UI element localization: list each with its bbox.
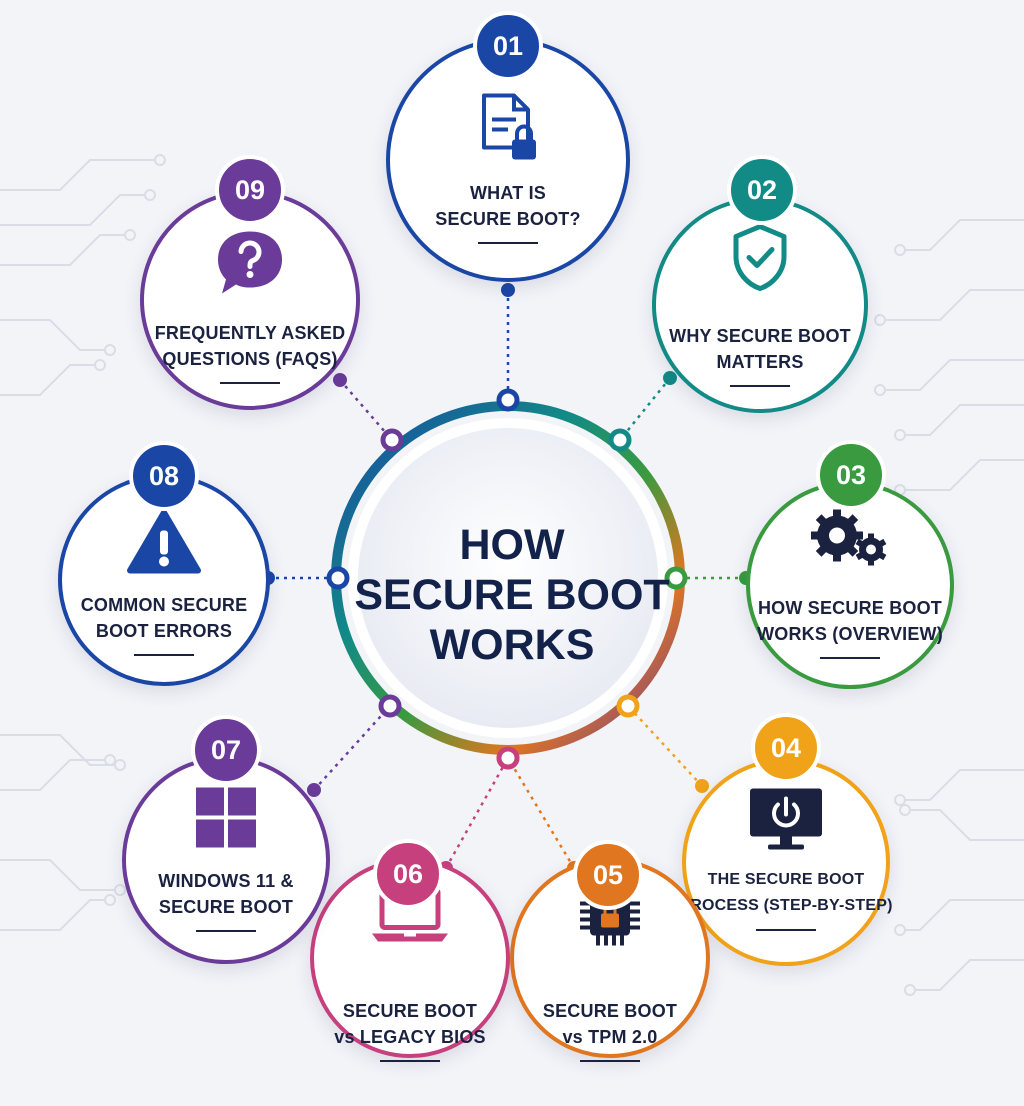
topic-label-line: vs LEGACY BIOS	[334, 1027, 486, 1047]
hub-port-03	[664, 566, 688, 590]
title-line-3: WORKS	[429, 621, 595, 669]
connector-dot-07	[307, 783, 321, 797]
topic-label-line: COMMON SECURE	[80, 595, 248, 615]
windows-logo-icon	[194, 786, 258, 855]
topic-number-badge-08: 08	[129, 441, 199, 511]
title-line-2: SECURE BOOT	[354, 571, 670, 619]
topic-label-line: THE SECURE BOOT	[707, 871, 865, 888]
topic-node-07[interactable]	[122, 756, 330, 964]
hub-port-06	[496, 746, 520, 770]
topic-underline	[580, 1060, 640, 1062]
topic-label-03: HOW SECURE BOOT WORKS (OVERVIEW)	[757, 595, 943, 647]
topic-label-line: QUESTIONS (FAQS)	[162, 349, 338, 369]
connector-dot-09	[333, 373, 347, 387]
center-title: HOW SECURE BOOT WORKS	[354, 520, 669, 670]
topic-label-line: MATTERS	[716, 352, 804, 372]
hub-port-07	[378, 694, 402, 718]
connector-07	[313, 705, 391, 791]
topic-underline	[196, 930, 256, 932]
warning-icon	[126, 509, 202, 582]
connector-dot-02	[663, 371, 677, 385]
topic-underline	[820, 657, 880, 659]
connector-05	[506, 757, 576, 869]
topic-number-badge-01: 01	[473, 11, 543, 81]
topic-number-badge-09: 09	[215, 155, 285, 225]
hub-port-02	[608, 428, 632, 452]
document-lock-icon	[476, 92, 540, 169]
topic-label-05: SECURE BOOT vs TPM 2.0	[543, 998, 677, 1050]
gears-icon	[805, 506, 895, 575]
topic-number-badge-04: 04	[751, 713, 821, 783]
topic-label-line: PROCESS (STEP-BY-STEP)	[679, 897, 893, 914]
hub-port-08	[326, 566, 350, 590]
topic-label-line: WORKS (OVERVIEW)	[757, 624, 943, 644]
topic-number-badge-06: 06	[373, 839, 443, 909]
topic-label-line: SECURE BOOT?	[435, 209, 581, 229]
hub-port-01	[496, 388, 520, 412]
topic-label-01: WHAT IS SECURE BOOT?	[435, 180, 580, 232]
hub-port-04	[616, 694, 640, 718]
connector-09	[339, 379, 393, 441]
connector-06	[444, 757, 510, 869]
topic-label-08: COMMON SECURE BOOT ERRORS	[81, 592, 248, 644]
connector-04	[627, 705, 703, 787]
shield-check-icon	[730, 223, 790, 298]
topic-label-line: WINDOWS 11 &	[158, 871, 294, 891]
topic-number-badge-05: 05	[573, 840, 643, 910]
topic-underline	[380, 1060, 440, 1062]
hub-port-09	[380, 428, 404, 452]
topic-label-line: HOW SECURE BOOT	[757, 598, 942, 618]
topic-label-06: SECURE BOOT vs LEGACY BIOS	[334, 998, 486, 1050]
topic-label-09: FREQUENTLY ASKED QUESTIONS (FAQS)	[155, 320, 346, 372]
topic-label-line: SECURE BOOT	[342, 1001, 478, 1021]
topic-number-badge-02: 02	[727, 155, 797, 225]
monitor-power-icon	[746, 785, 826, 860]
topic-label-line: FREQUENTLY ASKED	[154, 323, 346, 343]
topic-number-badge-03: 03	[816, 440, 886, 510]
topic-node-09[interactable]	[140, 190, 360, 410]
topic-label-line: WHY SECURE BOOT	[669, 326, 851, 346]
topic-label-04: THE SECURE BOOT PROCESS (STEP-BY-STEP)	[679, 867, 892, 919]
title-line-1: HOW	[459, 521, 565, 569]
topic-number-badge-07: 07	[191, 715, 261, 785]
topic-label-02: WHY SECURE BOOT MATTERS	[669, 323, 851, 375]
question-bubble-icon	[214, 228, 286, 303]
topic-label-line: SECURE BOOT	[158, 897, 294, 917]
topic-underline	[220, 382, 280, 384]
connector-02	[619, 377, 671, 441]
topic-label-line: vs TPM 2.0	[562, 1027, 658, 1047]
connector-dot-04	[695, 779, 709, 793]
topic-underline	[134, 654, 194, 656]
topic-underline	[730, 385, 790, 387]
topic-label-07: WINDOWS 11 & SECURE BOOT	[158, 868, 293, 920]
connector-dot-01	[501, 283, 515, 297]
topic-label-line: SECURE BOOT	[542, 1001, 678, 1021]
topic-underline	[756, 929, 816, 931]
topic-underline	[478, 242, 538, 244]
topic-label-line: BOOT ERRORS	[95, 621, 233, 641]
topic-label-line: WHAT IS	[469, 183, 547, 203]
